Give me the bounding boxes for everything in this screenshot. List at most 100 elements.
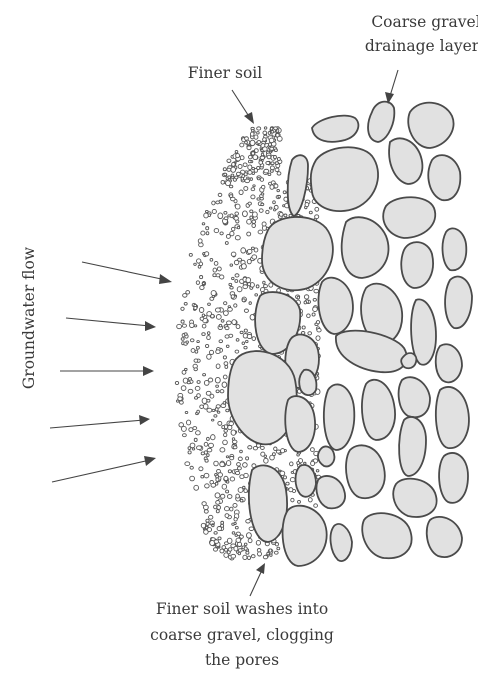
soil-grain <box>313 307 318 312</box>
soil-grain <box>220 232 223 235</box>
soil-grain <box>205 459 208 462</box>
soil-grain <box>248 202 251 205</box>
soil-grain <box>263 131 267 135</box>
soil-grain <box>252 224 256 228</box>
soil-grain <box>197 410 200 413</box>
flow-arrow <box>52 456 156 482</box>
soil-grain <box>217 505 221 509</box>
soil-grain <box>262 222 266 226</box>
soil-grain <box>198 239 202 243</box>
soil-grain <box>279 453 281 455</box>
gravel-stone <box>389 138 422 184</box>
soil-grain <box>198 265 201 268</box>
soil-grain <box>194 306 197 309</box>
soil-grain <box>234 304 237 307</box>
soil-grain <box>205 344 208 347</box>
soil-grain <box>279 212 283 216</box>
soil-grain <box>236 154 240 158</box>
soil-grain <box>263 555 267 559</box>
soil-grain <box>214 461 219 466</box>
soil-grain <box>264 169 269 173</box>
soil-grain <box>207 354 212 359</box>
soil-grain <box>207 399 210 402</box>
soil-grain <box>248 155 252 158</box>
soil-grain <box>224 217 228 220</box>
soil-grain <box>226 409 229 412</box>
soil-grain <box>258 230 263 234</box>
soil-grain <box>227 168 231 171</box>
soil-grain <box>247 249 252 253</box>
soil-grain <box>250 140 255 145</box>
soil-grain <box>317 328 321 332</box>
soil-grain <box>185 411 188 413</box>
soil-grain <box>194 263 197 265</box>
soil-grain <box>236 494 240 498</box>
soil-grain <box>221 494 225 498</box>
soil-grain <box>204 510 208 514</box>
soil-grain <box>207 336 211 340</box>
soil-grain <box>243 285 248 289</box>
soil-grain <box>311 461 315 466</box>
soil-grain <box>218 537 221 540</box>
gravel-stone <box>428 155 460 200</box>
soil-grain <box>204 530 209 535</box>
soil-grain <box>264 458 269 463</box>
soil-grain <box>252 255 257 259</box>
soil-grain <box>215 493 220 498</box>
soil-grain <box>220 549 224 553</box>
gravel-stone <box>445 277 472 329</box>
soil-grain <box>190 323 195 328</box>
soil-grain <box>304 301 307 304</box>
soil-grain <box>309 211 312 214</box>
soil-grain <box>203 505 208 509</box>
soil-grain <box>212 524 214 526</box>
soil-grain <box>224 553 229 558</box>
soil-grain <box>238 549 242 552</box>
soil-grain <box>314 504 318 508</box>
soil-grain <box>256 540 260 545</box>
soil-grain <box>207 332 210 335</box>
soil-grain <box>308 498 312 502</box>
soil-grain <box>256 285 259 288</box>
soil-grain <box>252 337 256 341</box>
soil-grain <box>212 209 216 213</box>
soil-grain <box>251 247 254 249</box>
soil-grain <box>217 267 221 271</box>
soil-grain <box>260 178 263 182</box>
soil-grain <box>181 386 186 391</box>
soil-grain <box>243 555 247 559</box>
soil-grain <box>281 449 285 453</box>
groundwater-flow-label: Groundwater flow <box>20 246 38 389</box>
soil-grain <box>248 171 252 175</box>
soil-grain <box>211 435 216 440</box>
soil-grain <box>206 232 209 235</box>
soil-grain <box>231 167 236 172</box>
soil-grain <box>246 551 249 554</box>
soil-grain <box>216 390 219 393</box>
soil-grain <box>259 209 263 213</box>
soil-grain <box>211 291 216 296</box>
soil-grain <box>266 161 270 164</box>
soil-grain <box>244 309 248 312</box>
soil-grain <box>227 321 232 325</box>
soil-grain <box>206 522 209 525</box>
soil-grain <box>304 462 306 464</box>
soil-grain <box>246 533 251 538</box>
soil-grain <box>244 173 247 176</box>
soil-grain <box>210 258 213 261</box>
soil-grain <box>213 268 217 272</box>
soil-grain <box>240 475 244 479</box>
soil-grain <box>257 178 260 180</box>
soil-grain <box>235 274 239 277</box>
soil-grain <box>229 422 234 426</box>
soil-grain <box>219 324 222 327</box>
soil-grain <box>230 477 235 481</box>
soil-grain <box>236 325 240 329</box>
soil-grain <box>214 540 218 544</box>
soil-grain <box>229 283 232 285</box>
soil-grain <box>270 127 273 130</box>
soil-grain <box>225 242 228 245</box>
soil-grain <box>220 448 225 452</box>
